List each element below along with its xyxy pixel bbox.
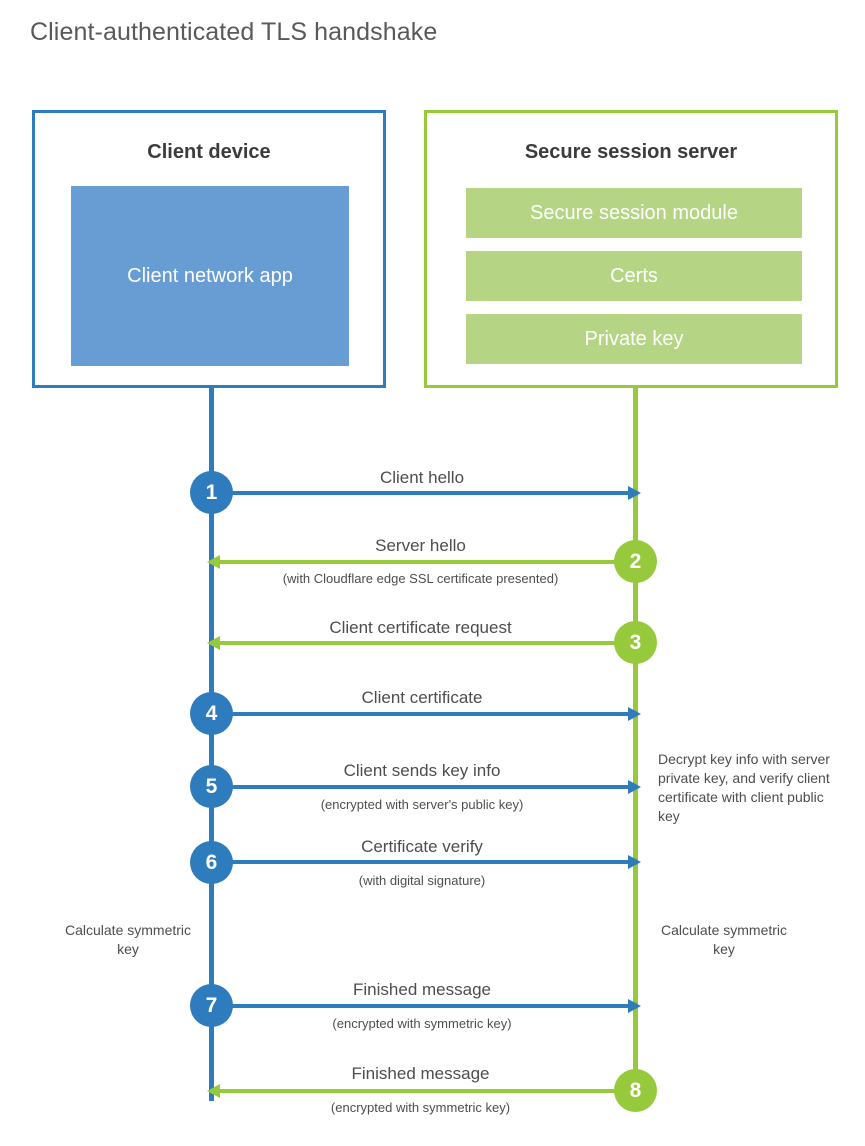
step-6-arrow [212, 855, 641, 869]
arrowhead-icon [628, 780, 641, 794]
arrowhead-icon [207, 1084, 220, 1098]
client-calculate-symmetric-key-note: Calculate symmetric key [64, 922, 192, 957]
step-4-label: Client certificate [361, 688, 483, 707]
client-lifeline [209, 388, 214, 1101]
step-8-sublabel: (encrypted with symmetric key) [330, 1100, 511, 1115]
secure-session-server-title: Secure session server [524, 141, 738, 163]
secure-session-server-box: Secure session server Secure session mod… [424, 110, 838, 388]
step-6-label: Certificate verify [361, 837, 483, 856]
server-decrypt-note: Decrypt key info with server private key… [658, 751, 830, 824]
step-7-sublabel: (encrypted with symmetric key) [332, 1016, 512, 1031]
client-network-app-block: Client network app [71, 186, 349, 366]
arrowhead-icon [207, 555, 220, 569]
step-3-label: Client certificate request [329, 618, 512, 637]
step-1-marker: 1 [190, 471, 233, 514]
step-2-label: Server hello [375, 536, 466, 555]
step-8-arrow [207, 1084, 633, 1098]
step-4-arrow [212, 707, 641, 721]
step-2-arrow [207, 555, 633, 569]
step-3-marker: 3 [614, 621, 657, 664]
arrowhead-icon [628, 999, 641, 1013]
step-6-sublabel: (with digital signature) [358, 873, 486, 888]
step-8-marker: 8 [614, 1069, 657, 1112]
step-2-marker: 2 [614, 540, 657, 583]
step-3-arrow [207, 636, 633, 650]
arrowhead-icon [628, 855, 641, 869]
step-5-arrow [212, 780, 641, 794]
server-lifeline [633, 388, 638, 1093]
arrowhead-icon [207, 636, 220, 650]
step-7-arrow [212, 999, 641, 1013]
client-device-title: Client device [147, 141, 271, 163]
step-8-label: Finished message [351, 1064, 490, 1083]
arrowhead-icon [628, 486, 641, 500]
page-title: Client-authenticated TLS handshake [30, 18, 438, 46]
step-2-sublabel: (with Cloudflare edge SSL certificate pr… [282, 571, 559, 586]
server-calculate-symmetric-key-note: Calculate symmetric key [660, 922, 788, 957]
step-1-label: Client hello [379, 468, 465, 487]
step-7-marker: 7 [190, 984, 233, 1027]
step-5-label: Client sends key info [343, 761, 501, 780]
server-component-private-key: Private key [466, 314, 802, 364]
client-device-box: Client device Client network app [32, 110, 386, 388]
step-7-label: Finished message [353, 980, 491, 999]
step-5-sublabel: (encrypted with server's public key) [320, 797, 524, 812]
server-component-certs: Certs [466, 251, 802, 301]
step-5-marker: 5 [190, 765, 233, 808]
step-6-marker: 6 [190, 841, 233, 884]
step-1-arrow [212, 486, 641, 500]
arrowhead-icon [628, 707, 641, 721]
step-4-marker: 4 [190, 692, 233, 735]
server-component-secure-session-module: Secure session module [466, 188, 802, 238]
